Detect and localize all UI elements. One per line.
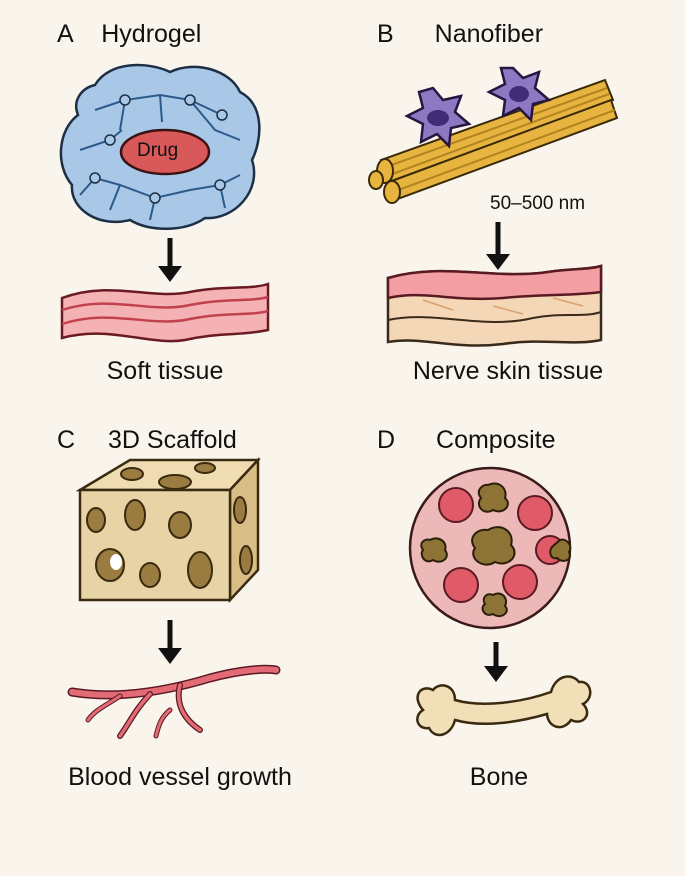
panel-letter: B xyxy=(377,20,394,48)
panel-title: 3D Scaffold xyxy=(108,426,237,454)
tissue-caption: Soft tissue xyxy=(106,357,224,385)
tissue-caption: Nerve skin tissue xyxy=(412,357,604,385)
panel-title: Nanofiber xyxy=(434,20,544,48)
bone-illustration xyxy=(416,675,592,737)
panel-header: B Nanofiber xyxy=(377,20,543,49)
hydrogel-illustration xyxy=(59,63,270,343)
tissue-caption: Bone xyxy=(469,763,529,791)
panel-header: A Hydrogel xyxy=(57,20,201,49)
panel-nanofiber: B Nanofiber xyxy=(343,0,685,438)
panel-letter: A xyxy=(57,20,73,48)
drug-capsule xyxy=(119,128,211,176)
polymer-particles xyxy=(420,482,572,618)
composite-illustration xyxy=(408,466,592,737)
scaffold-pores xyxy=(86,462,253,589)
panel-letter: C xyxy=(57,426,76,454)
cell-icon xyxy=(486,66,552,123)
tissue-caption: Blood vessel growth xyxy=(68,763,292,791)
down-arrow-icon xyxy=(484,642,508,682)
down-arrow-icon xyxy=(158,620,182,664)
fiber-bundle xyxy=(368,78,619,204)
nerve-skin-tissue-illustration xyxy=(386,264,603,347)
panel-title: Hydrogel xyxy=(101,20,202,48)
blood-vessel-illustration xyxy=(67,664,281,739)
cell-icon xyxy=(404,86,472,149)
panel-title: Composite xyxy=(436,426,556,454)
panel-hydrogel: A Hydrogel Drug Soft tiss xyxy=(0,0,342,438)
drug-label: Drug xyxy=(137,140,179,161)
nanofiber-illustration xyxy=(368,66,619,347)
panel-3d-scaffold: C 3D Scaffold xyxy=(0,410,342,848)
panel-letter: D xyxy=(377,426,396,454)
panel-composite: D Composite Bone xyxy=(343,410,685,848)
crosslink-nodes xyxy=(89,94,228,204)
scaffold-open-pore xyxy=(110,554,122,570)
down-arrow-icon xyxy=(486,222,510,270)
soft-tissue-illustration xyxy=(60,282,270,343)
down-arrow-icon xyxy=(158,238,182,282)
panel-header: C 3D Scaffold xyxy=(57,426,237,455)
fiber-diameter-label: 50–500 nm xyxy=(490,193,586,214)
panel-header: D Composite xyxy=(377,426,556,455)
scaffold-illustration xyxy=(67,456,281,739)
